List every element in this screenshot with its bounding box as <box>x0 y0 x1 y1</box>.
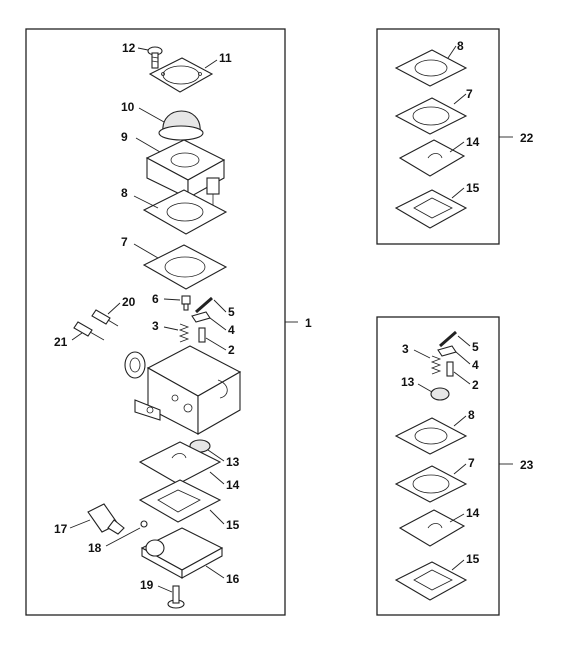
kit23-needle-2 <box>446 361 454 377</box>
primer-housing-9 <box>145 139 226 210</box>
label-12: 12 <box>122 41 136 55</box>
end-cover-16 <box>140 527 224 579</box>
adjusting-screw-20 <box>91 309 119 327</box>
kit22-label-8: 8 <box>457 39 464 53</box>
kit23-gasket-7 <box>394 465 468 503</box>
label-5: 5 <box>228 305 235 319</box>
metering-diaphragm-14 <box>138 441 222 485</box>
kit23-spring-3 <box>430 355 442 375</box>
label-11: 11 <box>219 51 232 65</box>
kit23-label-4: 4 <box>472 358 479 372</box>
kit22-diaphragm-14 <box>398 139 466 177</box>
kit-box-22 <box>376 28 500 245</box>
gasket-7 <box>142 244 228 290</box>
label-4: 4 <box>228 323 235 337</box>
label-3: 3 <box>152 319 159 333</box>
flange-plate-11 <box>148 57 214 93</box>
label-9: 9 <box>121 130 128 144</box>
kit22-diaphragm-8 <box>394 49 468 87</box>
label-19: 19 <box>140 578 154 592</box>
label-2: 2 <box>228 343 235 357</box>
label-21: 21 <box>54 335 68 349</box>
kit23-diaphragm-14 <box>398 509 466 547</box>
kit22-gasket-7 <box>394 97 468 135</box>
kit23-label-14: 14 <box>466 506 480 520</box>
kit-box-23 <box>376 316 500 616</box>
label-14: 14 <box>226 478 240 492</box>
label-1: 1 <box>305 316 312 330</box>
screw-12 <box>147 46 163 69</box>
kit23-filter-screen-13 <box>430 387 450 401</box>
kit23-label-5: 5 <box>472 340 479 354</box>
fuel-fitting-17 <box>87 503 125 535</box>
kit22-label-7: 7 <box>466 87 473 101</box>
label-13: 13 <box>226 455 240 469</box>
gasket-15 <box>138 479 222 523</box>
label-8: 8 <box>121 186 128 200</box>
label-17: 17 <box>54 522 68 536</box>
label-7: 7 <box>121 235 128 249</box>
kit22-label-14: 14 <box>466 135 480 149</box>
carburetor-body <box>124 345 242 435</box>
lever-4 <box>191 311 211 323</box>
inlet-needle-2 <box>198 327 206 343</box>
adjusting-screw-21 <box>73 321 105 341</box>
label-22: 22 <box>520 131 534 145</box>
label-6: 6 <box>152 292 159 306</box>
kit23-label-15: 15 <box>466 552 480 566</box>
label-10: 10 <box>121 100 135 114</box>
plug-6 <box>181 295 191 311</box>
kit23-label-13: 13 <box>401 375 415 389</box>
diaphragm-8 <box>142 189 228 235</box>
kit23-label-3: 3 <box>402 342 409 356</box>
spring-3 <box>178 323 190 343</box>
label-18: 18 <box>88 541 102 555</box>
kit23-lever-axle-5 <box>439 330 457 348</box>
label-16: 16 <box>226 572 240 586</box>
label-15: 15 <box>226 518 240 532</box>
kit23-label-2: 2 <box>472 378 479 392</box>
label-23: 23 <box>520 458 534 472</box>
label-20: 20 <box>122 295 136 309</box>
kit23-diaphragm-8 <box>394 417 468 455</box>
check-ball-18 <box>140 520 148 528</box>
kit23-label-7: 7 <box>468 456 475 470</box>
screw-19 <box>167 585 185 609</box>
kit23-gasket-15 <box>394 561 468 601</box>
kit23-label-8: 8 <box>468 408 475 422</box>
kit22-gasket-15 <box>394 189 468 229</box>
lever-axle-5 <box>195 296 213 314</box>
primer-bulb-10 <box>158 110 204 141</box>
kit22-label-15: 15 <box>466 181 480 195</box>
kit23-lever-4 <box>437 345 457 357</box>
